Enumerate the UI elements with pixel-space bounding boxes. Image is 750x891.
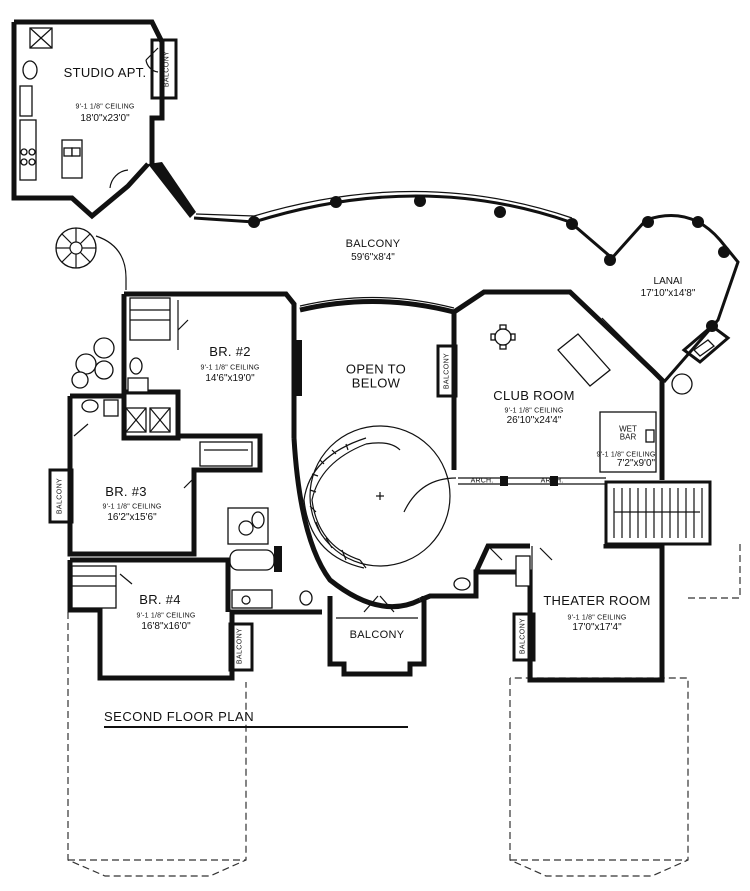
wall-wedge <box>148 162 196 218</box>
br4-name: BR. #4 <box>139 592 181 608</box>
br2-size: 14'6"x19'0" <box>205 372 255 384</box>
br2-ceiling: 9'-1 1/8" CEILING <box>200 364 260 372</box>
theater-room-walls <box>419 543 665 683</box>
br3-ceiling: 9'-1 1/8" CEILING <box>102 503 162 511</box>
bedroom-4-walls <box>67 557 322 681</box>
front-balcony-name: BALCONY <box>349 629 405 642</box>
garage-outline-right <box>509 540 741 877</box>
studio-apt-name: STUDIO APT. <box>63 65 147 81</box>
studio-apt-size: 18'0"x23'0" <box>80 112 130 124</box>
bedroom-3-walls <box>67 393 263 557</box>
studio-balcony-label: BALCONY <box>163 50 171 88</box>
right-stair <box>604 480 712 546</box>
studio-apt-walls <box>11 19 165 220</box>
arch-label-2: ARCH. <box>540 477 564 485</box>
spiral-stair <box>55 227 127 290</box>
club-room-size: 26'10"x24'4" <box>506 414 562 426</box>
club-room-ceiling: 9'-1 1/8" CEILING <box>504 407 564 415</box>
wet-bar-name: WET BAR <box>619 424 637 442</box>
br4-size: 16'8"x16'0" <box>141 620 191 632</box>
theater-room-size: 17'0"x17'4" <box>572 621 622 633</box>
central-bath <box>227 507 313 609</box>
side-balcony-club <box>436 344 458 398</box>
br3-name: BR. #3 <box>105 484 147 500</box>
side-balcony-br3 <box>48 468 74 524</box>
wet-bar-ceiling: 9'-1 1/8" CEILING <box>596 451 656 459</box>
lanai-name: LANAI <box>653 275 683 287</box>
studio-balcony <box>150 38 178 100</box>
br3-balcony-label: BALCONY <box>56 477 64 515</box>
bedroom-2-walls <box>121 291 302 438</box>
shrub-right <box>671 373 693 395</box>
balcony-main-size: 59'6"x8'4" <box>351 251 395 263</box>
garage-outline-left <box>67 612 247 877</box>
club-room-walls <box>452 289 665 486</box>
arch-label-1: ARCH. <box>470 477 494 485</box>
theater-balcony-label: BALCONY <box>519 617 527 655</box>
side-balcony-br4 <box>228 622 254 672</box>
balcony-main-name: BALCONY <box>345 238 401 251</box>
shrub-left <box>71 337 115 389</box>
plan-title: SECOND FLOOR PLAN <box>104 709 255 724</box>
lanai-size: 17'10"x14'8" <box>640 287 696 299</box>
lanai-fireplace <box>681 324 731 364</box>
br4-balcony-label: BALCONY <box>236 627 244 665</box>
br4-ceiling: 9'-1 1/8" CEILING <box>136 612 196 620</box>
theater-room-name: THEATER ROOM <box>543 593 651 609</box>
br2-name: BR. #2 <box>209 344 251 360</box>
br3-size: 16'2"x15'6" <box>107 511 157 523</box>
studio-apt-ceiling: 9'-1 1/8" CEILING <box>75 103 135 111</box>
theater-room-ceiling: 9'-1 1/8" CEILING <box>567 614 627 622</box>
club-room-name: CLUB ROOM <box>493 388 575 404</box>
main-balcony-railing <box>193 190 740 383</box>
plan-title-underline <box>104 726 408 728</box>
club-balcony-label: BALCONY <box>443 352 451 390</box>
open-to-below-name: OPEN TO BELOW <box>345 361 407 390</box>
front-balcony <box>327 595 427 677</box>
side-balcony-theater <box>512 612 536 662</box>
open-to-below <box>291 296 457 610</box>
wet-bar-size: 7'2"x9'0" <box>616 457 656 469</box>
